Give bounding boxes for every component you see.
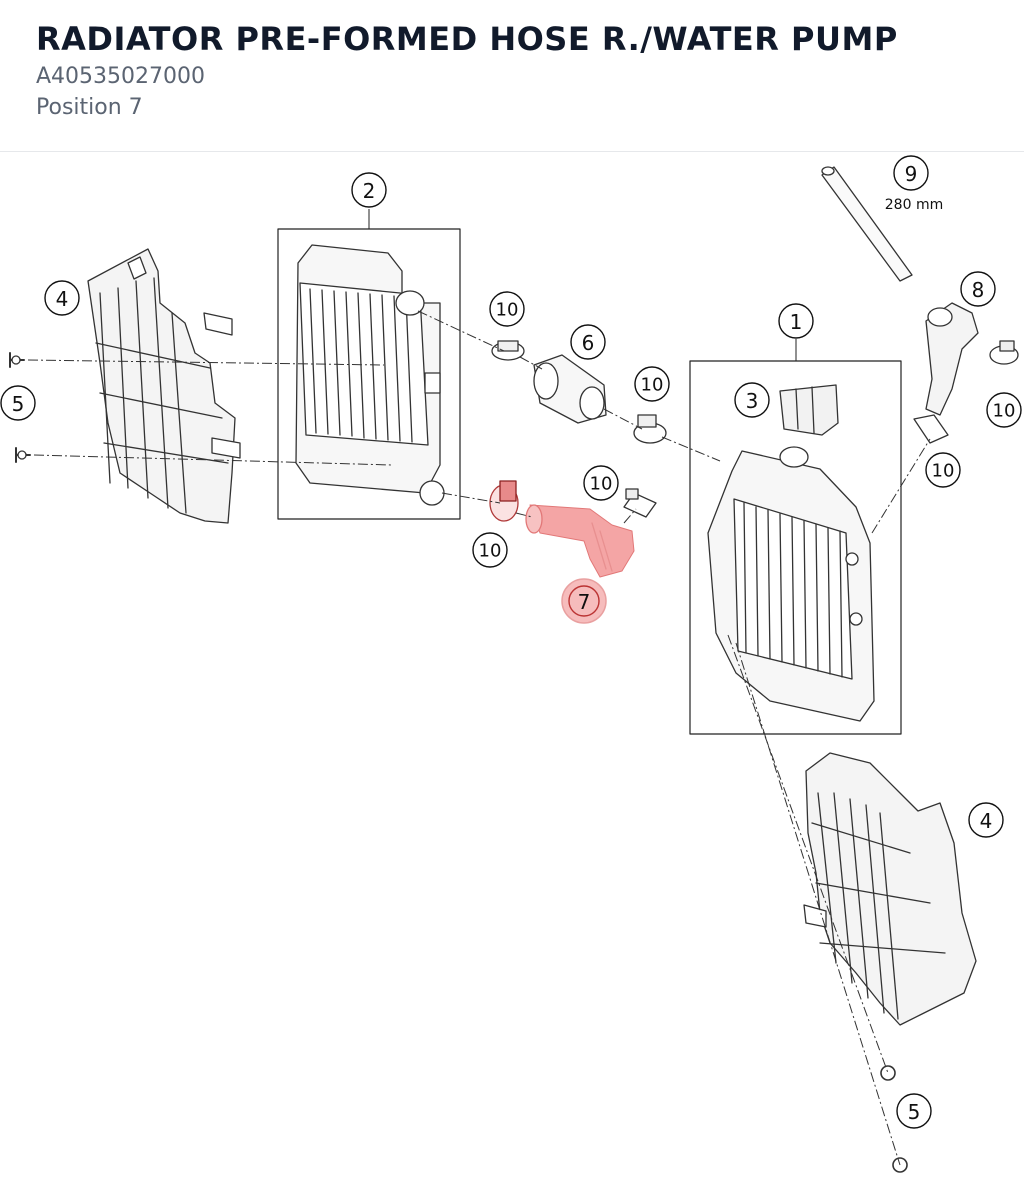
callout-4-left: 4 [56,287,69,311]
curved-hose [925,302,979,416]
clamp-hose-end [623,488,657,518]
callout-9: 9 [905,162,918,186]
callout-10-connector: 10 [641,375,664,396]
preformed-hose-highlight [525,504,635,578]
callout-4-right: 4 [980,809,993,833]
callout-leaders [368,209,797,361]
exploded-parts-diagram: 1 2 3 4 4 5 5 6 7 8 9 10 10 10 10 10 10 … [0,153,1024,1177]
page-header: RADIATOR PRE-FORMED HOSE R./WATER PUMP A… [0,0,1024,152]
assembly-lines [27,310,931,1166]
tube-length-label: 280 mm [885,197,943,213]
callout-10-far-right: 10 [993,401,1016,422]
callout-10-hose-end: 10 [590,474,613,495]
clamps-right [913,340,1019,444]
clamp-connector-right [633,414,667,444]
left-radiator [295,244,445,506]
callout-1: 1 [790,310,803,334]
hose-connector [533,354,607,424]
right-radiator-shroud [803,752,977,1026]
clamp-upper-left [491,340,525,361]
callout-10-right: 10 [932,461,955,482]
right-radiator [707,446,875,722]
callout-10-lower: 10 [479,541,502,562]
callout-8: 8 [972,278,985,302]
left-screws [9,352,31,463]
position-label: Position 7 [36,95,143,120]
callout-3: 3 [746,389,759,413]
straight-tube [821,166,913,282]
callout-6: 6 [582,331,595,355]
callout-5-right: 5 [908,1100,921,1124]
left-radiator-shroud [87,248,241,524]
radiator-cap-part [779,384,839,436]
callout-7: 7 [578,590,591,614]
page-title: RADIATOR PRE-FORMED HOSE R./WATER PUMP [36,20,898,58]
callout-2: 2 [363,179,376,203]
clamp-highlighted [489,480,519,522]
callouts: 1 2 3 4 4 5 5 6 7 8 9 10 10 10 10 10 10 … [0,155,1022,1129]
callout-5-left: 5 [12,392,25,416]
part-number: A40535027000 [36,64,206,89]
callout-10-upper: 10 [496,300,519,321]
diagram-svg: 1 2 3 4 4 5 5 6 7 8 9 10 10 10 10 10 10 … [0,155,1022,1173]
